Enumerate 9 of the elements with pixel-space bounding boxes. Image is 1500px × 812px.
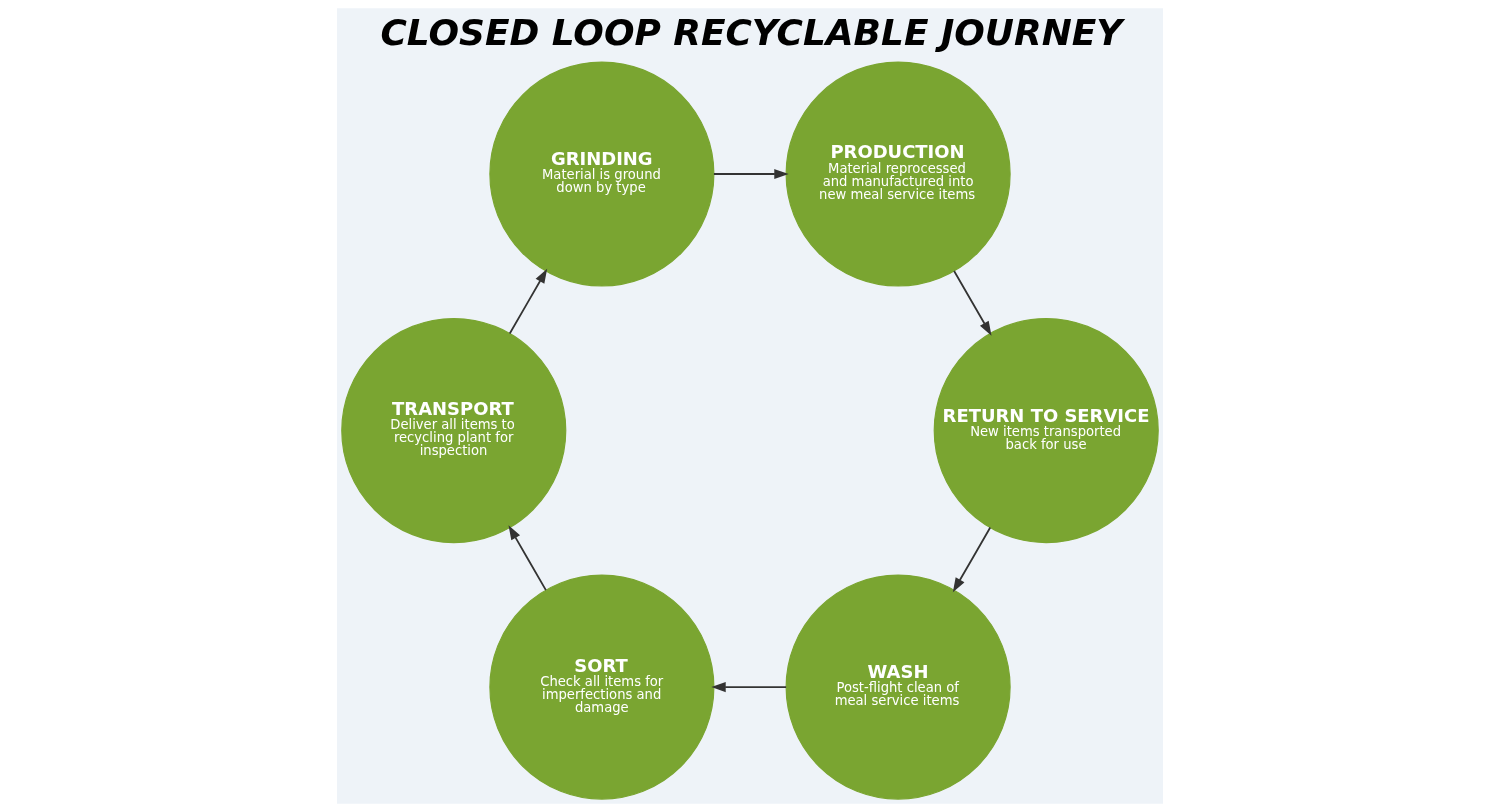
node-circle: PRODUCTION Material reprocessed and manufactured into new meal service items [785,61,1011,287]
arrow [952,526,992,593]
arrow [508,525,547,591]
arrow [953,270,992,336]
arrow [508,268,548,335]
diagram-title: CLOSED LOOP RECYCLABLE JOURNEY [380,12,1123,54]
arrow [711,682,788,693]
arrow [713,168,789,180]
node-circle: SORT Check all items for imperfections and damage [489,574,715,800]
